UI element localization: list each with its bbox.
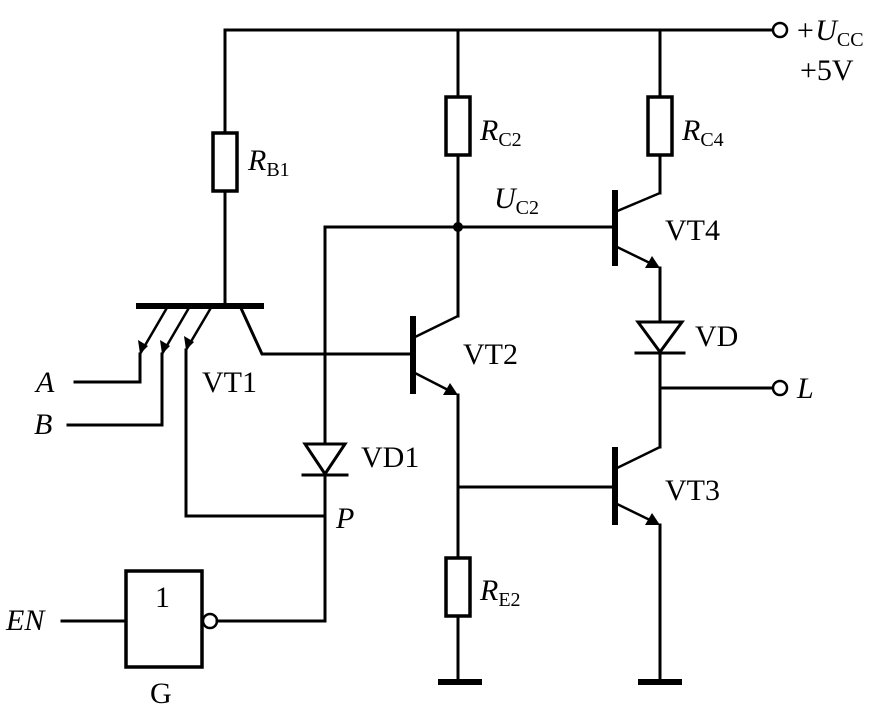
en-input-label[interactable]: EN [5,604,46,637]
rc2-resistor [444,95,472,157]
vd1-diode [302,442,348,477]
input-b-label[interactable]: B [34,408,52,441]
vt3-transistor [612,445,682,685]
vt1-label: VT1 [202,366,257,399]
vt3-label: VT3 [665,474,720,507]
supply-rail [223,21,789,39]
rb1-resistor [211,131,239,193]
rb1-label: RB1 [247,144,290,181]
vd-diode [635,320,685,355]
rc4-resistor [646,95,674,157]
rc4-branch [646,28,674,195]
gate-name-label: G [150,677,172,710]
input-a-wire [73,352,142,384]
output-l-terminal[interactable] [771,379,789,397]
rc4-label: RC4 [681,114,724,151]
rc2-label: RC2 [479,114,522,151]
not-gate [124,569,204,669]
uc2-node-wire [323,225,614,518]
vt4-label: VT4 [665,214,720,247]
vd-label: VD [695,320,738,353]
vt4-transistor [612,190,662,324]
output-l-label: L [796,372,814,405]
re2-label: RE2 [479,574,521,611]
input-b-wire [66,352,164,427]
gate-g [60,514,327,669]
vd1-label: VD1 [361,441,419,474]
uc2-label: UC2 [494,182,539,219]
gate-output-wire [215,514,327,623]
gate-symbol: 1 [155,581,170,614]
re2-resistor [444,556,472,618]
emitter-to-p-wire [184,348,327,518]
vcc-terminal[interactable] [771,21,789,39]
vt2-transistor [410,314,460,560]
node-p-label: P [335,502,354,535]
gate-inversion-bubble [201,612,219,630]
vcc-label: +UCC [795,14,864,51]
vt1-transistor [136,303,412,356]
input-a-label[interactable]: A [34,366,55,399]
rc2-branch [444,28,472,318]
rb1-branch [211,28,239,308]
supply-voltage-label: +5V [800,54,854,87]
vt2-label: VT2 [463,338,518,371]
